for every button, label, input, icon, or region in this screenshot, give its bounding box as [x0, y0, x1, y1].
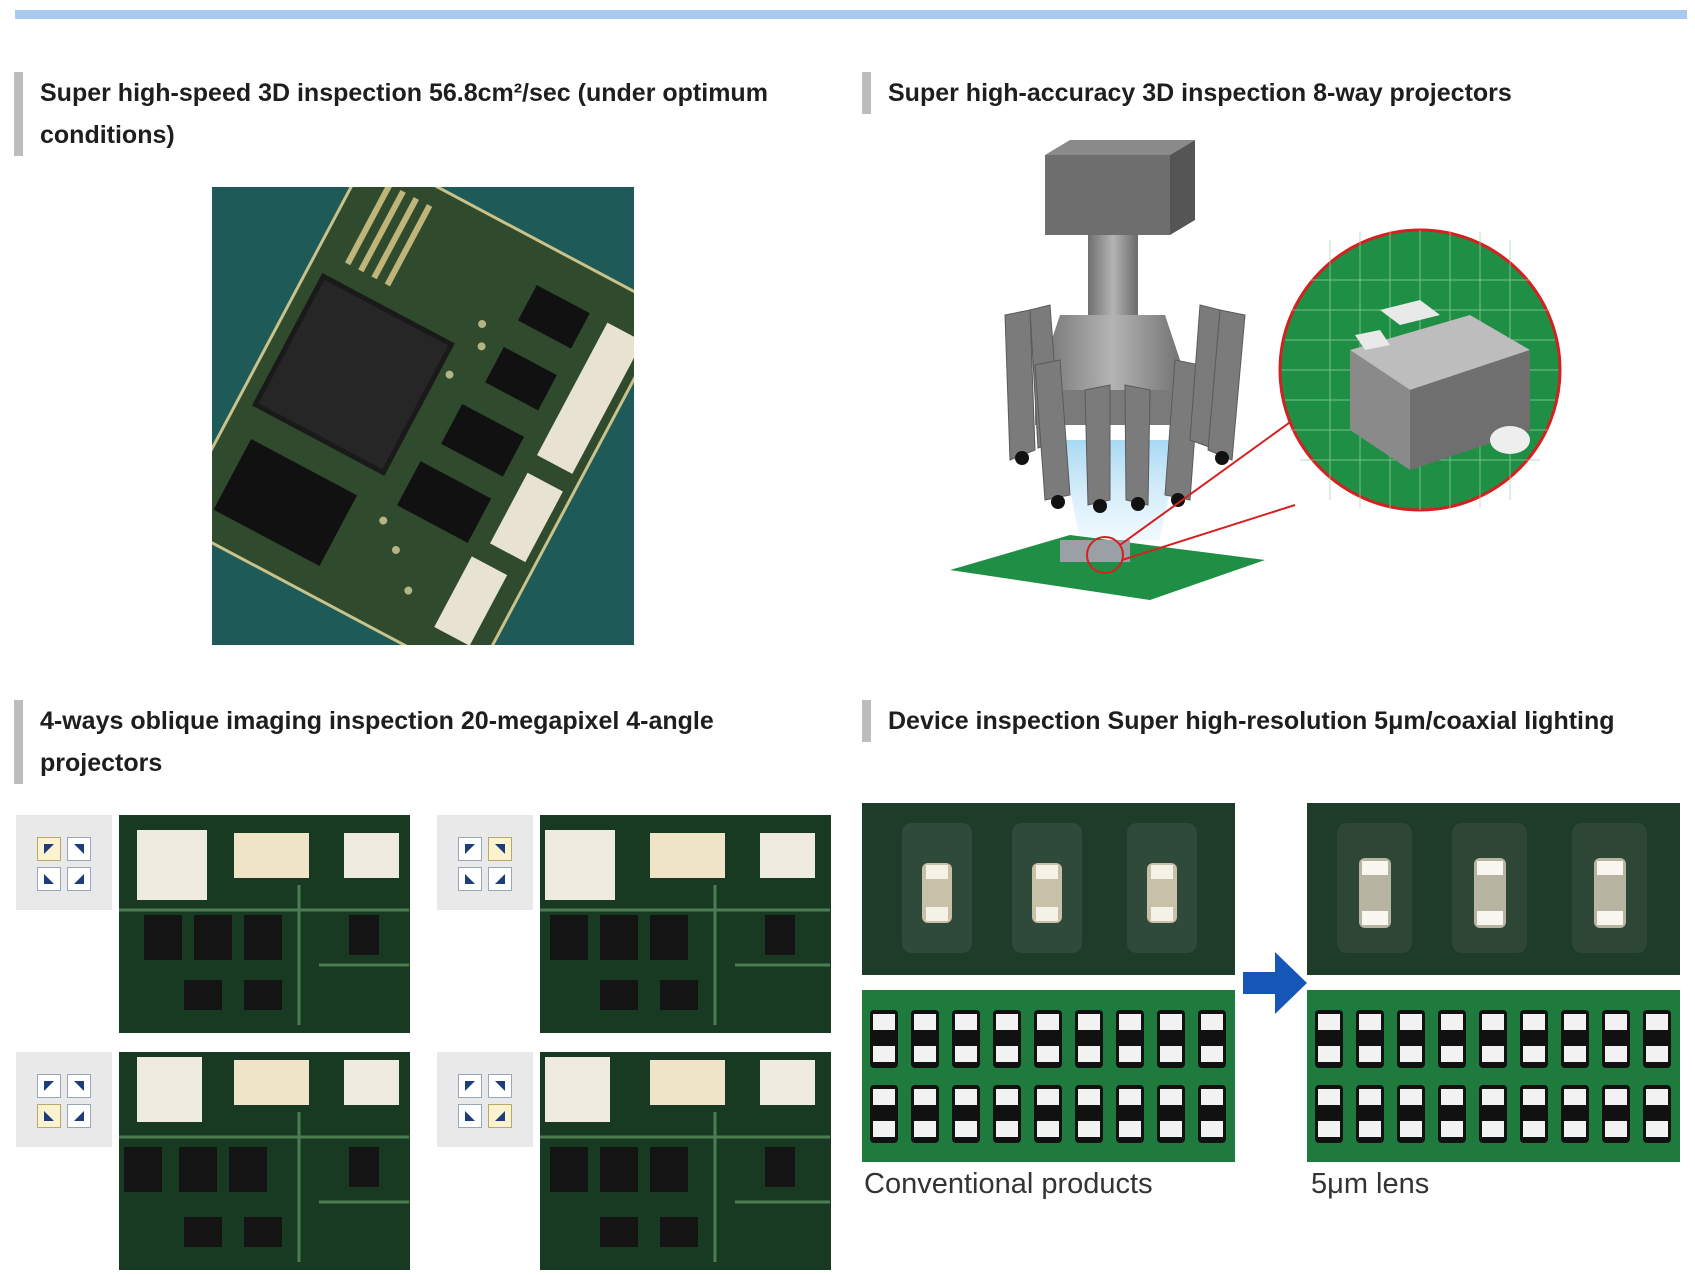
heading-oblique-text: 4-ways oblique imaging inspection 20-meg…	[40, 707, 714, 777]
5um-array-image	[1307, 990, 1680, 1162]
heading-speed: Super high-speed 3D inspection 56.8cm²/s…	[14, 72, 840, 156]
arrow-down-left-icon	[44, 1111, 54, 1121]
oblique-image-down-right	[540, 1052, 831, 1270]
arrow-right-icon	[1243, 952, 1307, 1014]
direction-selector	[437, 815, 533, 910]
arrow-down-left-icon	[465, 874, 475, 884]
dir-down-right-button[interactable]	[488, 867, 512, 891]
oblique-image-up-right	[540, 815, 831, 1033]
dir-up-left-button[interactable]	[458, 837, 482, 861]
arrow-down-right-icon	[495, 874, 505, 884]
dir-up-right-button[interactable]	[488, 837, 512, 861]
arrow-down-right-icon	[74, 1111, 84, 1121]
arrow-down-right-icon	[495, 1111, 505, 1121]
arrow-up-left-icon	[44, 1081, 54, 1091]
heading-device: Device inspection Super high-resolution …	[862, 700, 1695, 742]
conventional-closeup-image	[862, 803, 1235, 975]
dir-down-left-button[interactable]	[458, 867, 482, 891]
direction-selector	[16, 1052, 112, 1147]
chip-array-conventional	[870, 1010, 1226, 1143]
direction-selector	[437, 1052, 533, 1147]
conventional-array-image	[862, 990, 1235, 1162]
5um-closeup-image	[1307, 803, 1680, 975]
dir-down-left-button[interactable]	[37, 867, 61, 891]
arrow-up-right-icon	[74, 1081, 84, 1091]
arrow-down-right-icon	[74, 874, 84, 884]
heading-marker	[862, 72, 871, 114]
dir-up-right-button[interactable]	[67, 1074, 91, 1098]
dir-down-right-button[interactable]	[67, 867, 91, 891]
top-accent-bar	[15, 10, 1687, 19]
heading-oblique: 4-ways oblique imaging inspection 20-meg…	[14, 700, 840, 784]
dir-down-left-button[interactable]	[37, 1104, 61, 1128]
caption-5um: 5μm lens	[1311, 1168, 1430, 1200]
dir-down-right-button[interactable]	[67, 1104, 91, 1128]
dir-up-right-button[interactable]	[67, 837, 91, 861]
heading-marker	[14, 72, 23, 156]
direction-selector	[16, 815, 112, 910]
dir-up-left-button[interactable]	[458, 1074, 482, 1098]
dir-up-left-button[interactable]	[37, 1074, 61, 1098]
heading-speed-text: Super high-speed 3D inspection 56.8cm²/s…	[40, 79, 768, 149]
dir-down-left-button[interactable]	[458, 1104, 482, 1128]
arrow-up-right-icon	[74, 844, 84, 854]
heading-accuracy-text: Super high-accuracy 3D inspection 8-way …	[888, 79, 1512, 107]
dir-up-right-button[interactable]	[488, 1074, 512, 1098]
arrow-up-right-icon	[495, 1081, 505, 1091]
caption-conventional: Conventional products	[864, 1168, 1153, 1200]
heading-device-text: Device inspection Super high-resolution …	[888, 707, 1615, 735]
oblique-image-up-left	[119, 815, 410, 1033]
dir-down-right-button[interactable]	[488, 1104, 512, 1128]
arrow-up-right-icon	[495, 844, 505, 854]
oblique-image-down-left	[119, 1052, 410, 1270]
arrow-up-left-icon	[44, 844, 54, 854]
dir-up-left-button[interactable]	[37, 837, 61, 861]
heading-marker	[862, 700, 871, 742]
arrow-up-left-icon	[465, 1081, 475, 1091]
arrow-down-left-icon	[44, 874, 54, 884]
arrow-up-left-icon	[465, 844, 475, 854]
projector-illustration	[950, 140, 1570, 610]
pcb-board-image	[212, 187, 634, 645]
heading-marker	[14, 700, 23, 784]
arrow-down-left-icon	[465, 1111, 475, 1121]
chip-array-5um	[1315, 1010, 1671, 1143]
heading-accuracy: Super high-accuracy 3D inspection 8-way …	[862, 72, 1695, 114]
